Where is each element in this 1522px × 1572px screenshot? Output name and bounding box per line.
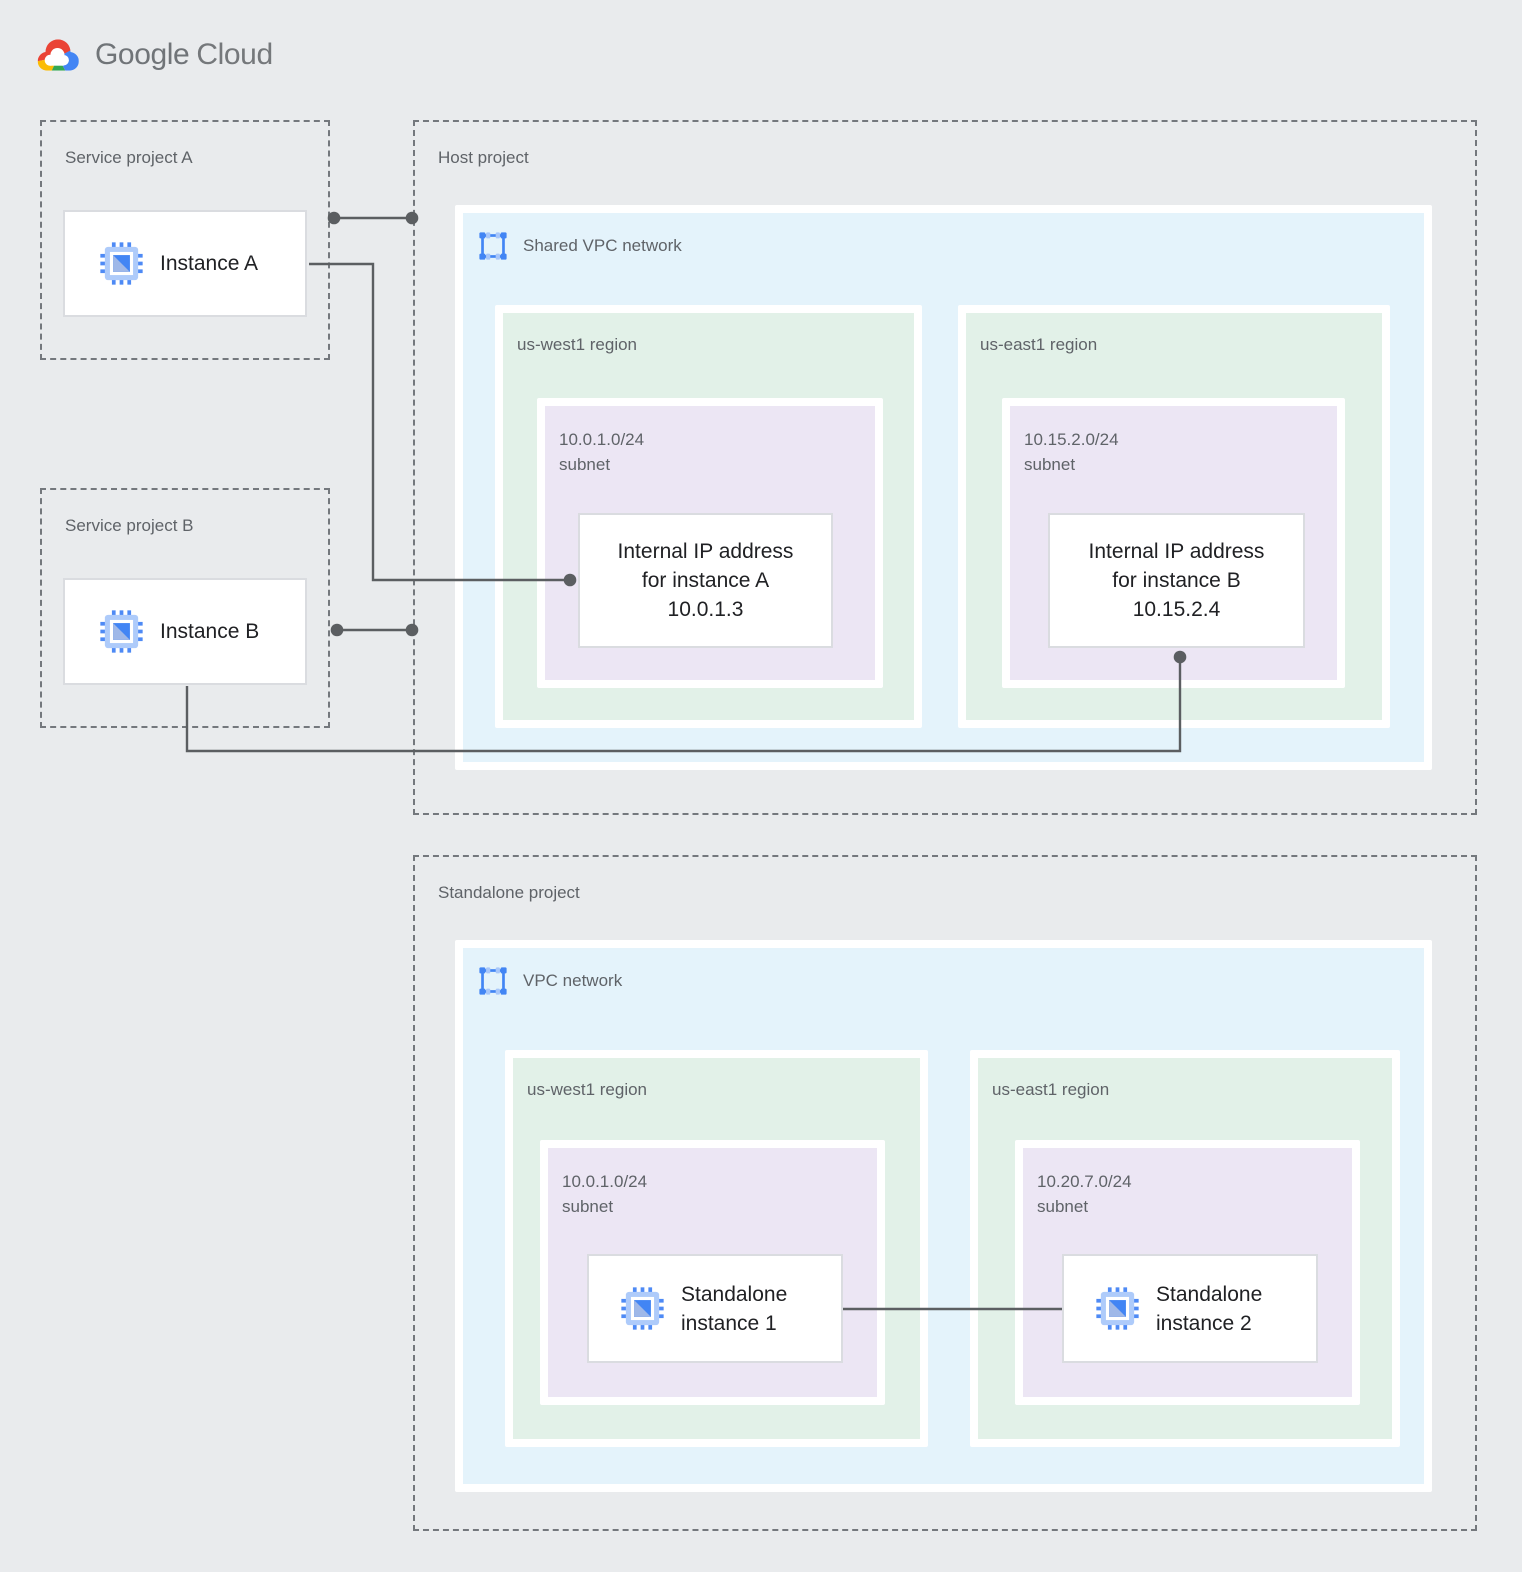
standalone-project-box: Standalone project [413,855,1477,1531]
service-project-a-title: Service project A [65,148,193,167]
ip-a-line1: Internal IP address [617,540,794,563]
instance-a-card: Instance A [63,210,307,317]
host-us-west1-region-label: us-west1 region [517,335,638,354]
standalone-us-east1-region-label: us-east1 region [992,1080,1110,1099]
compute-engine-icon [1096,1287,1139,1330]
compute-engine-icon [621,1287,664,1330]
ip-a-line2: for instance A [641,569,770,592]
compute-engine-icon [100,610,143,653]
host-east-subnet-word: subnet [1024,455,1076,474]
ip-b-line3: 10.15.2.4 [1132,598,1221,621]
standalone-instance-1-line2: instance 1 [681,1311,777,1335]
standalone-east-subnet-cidr: 10.20.7.0/24 [1037,1172,1132,1191]
internal-ip-instance-a-card: Internal IP address for instance A 10.0.… [578,513,833,648]
vpc-network-icon [479,232,507,260]
standalone-instance-2-label: Standalone instance 2 [1156,1280,1262,1338]
ip-b-line1: Internal IP address [1088,540,1265,563]
host-east-subnet-label: 10.15.2.0/24 subnet [1024,427,1337,477]
shared-vpc-network-label: Shared VPC network [523,236,682,255]
host-us-east1-region-label: us-east1 region [980,335,1098,354]
compute-engine-icon [100,242,143,285]
standalone-west-subnet-label: 10.0.1.0/24 subnet [562,1169,877,1219]
standalone-us-west1-region-label: us-west1 region [527,1080,648,1099]
instance-a-label: Instance A [160,252,259,275]
ip-a-line3: 10.0.1.3 [667,598,744,621]
instance-b-label: Instance B [160,620,260,643]
standalone-west-subnet-word: subnet [562,1197,614,1216]
vpc-network-icon [479,967,507,995]
ip-b-line2: for instance B [1112,569,1241,592]
standalone-instance-1-label: Standalone instance 1 [681,1280,787,1338]
standalone-instance-2-line2: instance 2 [1156,1311,1252,1335]
standalone-east-subnet-label: 10.20.7.0/24 subnet [1037,1169,1352,1219]
host-east-subnet-cidr: 10.15.2.0/24 [1024,430,1119,449]
host-west-subnet-word: subnet [559,455,611,474]
internal-ip-instance-b-card: Internal IP address for instance B 10.15… [1048,513,1305,648]
service-project-b-box: Service project B [40,488,330,728]
standalone-east-subnet-word: subnet [1037,1197,1089,1216]
vpc-network-label: VPC network [523,971,623,990]
standalone-instance-1-card: Standalone instance 1 [587,1254,843,1363]
standalone-instance-1-line1: Standalone [681,1282,788,1306]
standalone-west-subnet-cidr: 10.0.1.0/24 [562,1172,648,1191]
standalone-project-title: Standalone project [438,883,580,902]
host-west-subnet-cidr: 10.0.1.0/24 [559,430,645,449]
logo-text-cloud: Cloud [196,37,273,71]
service-project-a-box: Service project A [40,120,330,360]
instance-b-card: Instance B [63,578,307,685]
logo-text-google: Google [95,37,190,71]
host-west-subnet-label: 10.0.1.0/24 subnet [559,427,875,477]
host-project-title: Host project [438,148,529,167]
google-cloud-cloud-icon [37,39,79,71]
standalone-instance-2-card: Standalone instance 2 [1062,1254,1318,1363]
standalone-instance-2-line1: Standalone [1156,1282,1263,1306]
connector-dot [330,623,344,637]
service-project-b-title: Service project B [65,516,194,535]
